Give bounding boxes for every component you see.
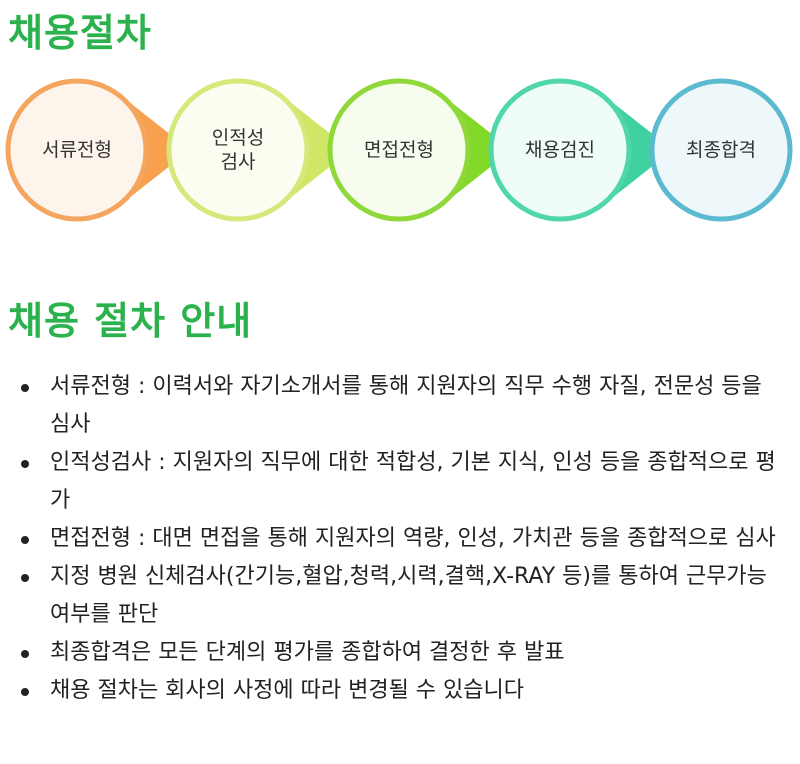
flow-step-label-line: 최종합격 [686, 139, 756, 161]
flow-step-label-line: 인적성 [211, 127, 265, 149]
flow-step-circle-3 [327, 78, 471, 222]
guide-item: 채용 절차는 회사의 사정에 따라 변경될 수 있습니다 [0, 672, 800, 710]
flow-step-label-4: 채용검진 [495, 138, 625, 162]
flow-step-label-3: 면접전형 [334, 138, 464, 162]
flow-step-label-line: 채용검진 [525, 139, 595, 161]
guide-item: 면접전형 : 대면 면접을 통해 지원자의 역량, 인성, 가치관 등을 종합적… [0, 520, 800, 558]
flow-step-circle-1 [5, 78, 149, 222]
guide-list: 서류전형 : 이력서와 자기소개서를 통해 지원자의 직무 수행 자질, 전문성… [0, 368, 800, 710]
guide-item: 인적성검사 : 지원자의 직무에 대한 적합성, 기본 지식, 인성 등을 종합… [0, 444, 800, 520]
flow-step-circle-4 [488, 78, 632, 222]
guide-item: 서류전형 : 이력서와 자기소개서를 통해 지원자의 직무 수행 자질, 전문성… [0, 368, 800, 444]
process-flow-graphic [5, 78, 793, 222]
guide-title: 채용 절차 안내 [8, 299, 253, 343]
flow-step-label-line: 검사 [220, 151, 256, 173]
flow-step-label-5: 최종합격 [656, 138, 786, 162]
flow-step-circle-5 [649, 78, 793, 222]
flow-step-label-line: 면접전형 [364, 139, 434, 161]
guide-item: 최종합격은 모든 단계의 평가를 종합하여 결정한 후 발표 [0, 634, 800, 672]
flow-step-label-1: 서류전형 [12, 138, 142, 162]
guide-item: 지정 병원 신체검사(간기능,혈압,청력,시력,결핵,X-RAY 등)를 통하여… [0, 558, 800, 634]
page-title: 채용절차 [8, 11, 152, 55]
flow-step-label-line: 서류전형 [42, 139, 112, 161]
flow-step-circle-2 [166, 78, 310, 222]
